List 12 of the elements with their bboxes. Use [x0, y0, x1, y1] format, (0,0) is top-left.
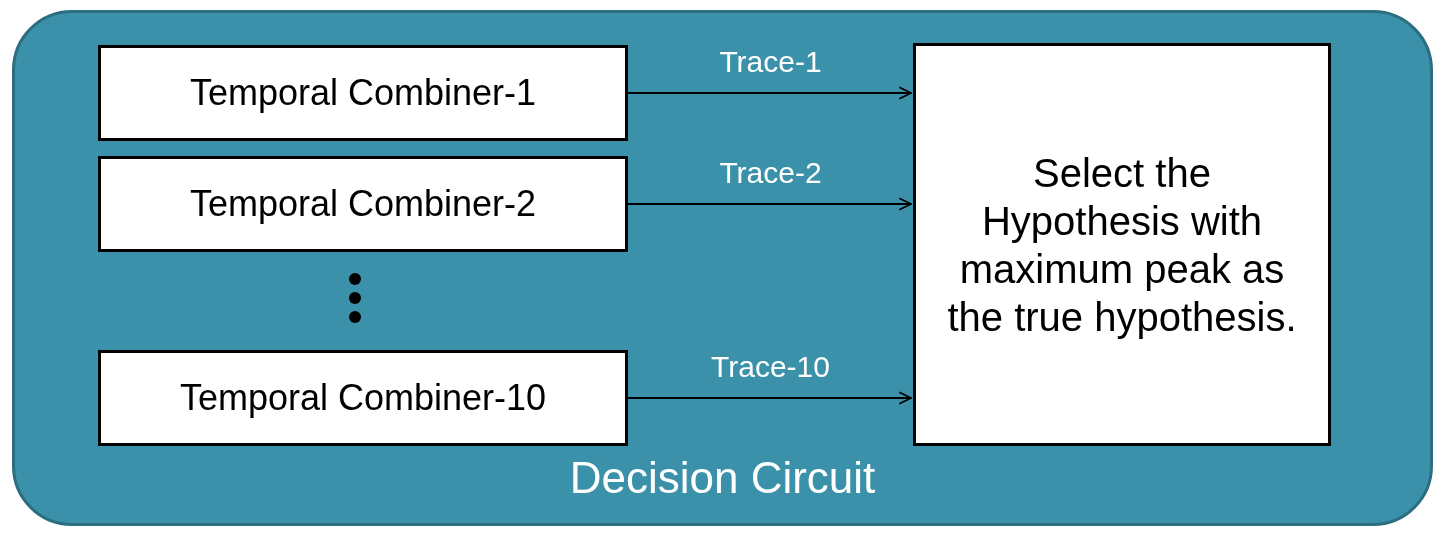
arrow — [627, 86, 912, 100]
process-box: Temporal Combiner-1 — [98, 45, 628, 141]
panel-title: Decision Circuit — [569, 453, 876, 503]
arrow — [627, 197, 912, 211]
edge-label: Trace-10 — [711, 350, 830, 384]
process-box: Temporal Combiner-10 — [98, 350, 628, 446]
arrow — [627, 391, 912, 405]
edge-label: Trace-2 — [719, 156, 822, 190]
edge-label: Trace-1 — [719, 45, 822, 79]
decision-circuit-panel — [12, 10, 1433, 526]
process-box: Temporal Combiner-2 — [98, 156, 628, 252]
process-box: Select the Hypothesis with maximum peak as the true hypothesis. — [913, 43, 1331, 446]
